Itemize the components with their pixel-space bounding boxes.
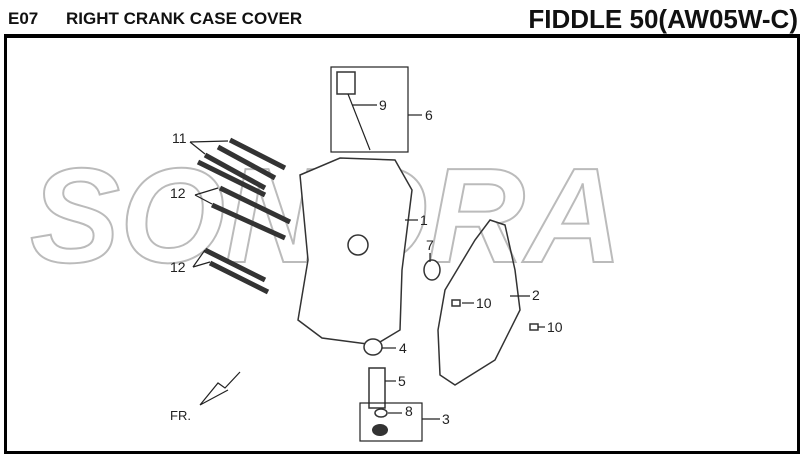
gasket <box>437 219 521 386</box>
diagram-title: RIGHT CRANK CASE COVER <box>66 9 303 28</box>
callout-7: 7 <box>426 237 434 253</box>
bolts-11 <box>196 137 287 198</box>
spring <box>368 367 386 409</box>
oil-seal-hole <box>347 234 369 256</box>
callout-8: 8 <box>405 403 413 419</box>
callout-labels: 1 2 3 4 5 6 7 8 9 10 10 11 12 12 <box>170 97 563 427</box>
oil-seal <box>423 259 441 281</box>
callout-12: 12 <box>170 259 186 275</box>
strainer-box <box>359 402 423 442</box>
dipstick-cap <box>336 71 356 95</box>
callout-6: 6 <box>425 107 433 123</box>
callout-10: 10 <box>476 295 492 311</box>
dowel-pin <box>529 323 539 331</box>
front-direction-arrow: FR. <box>170 371 241 423</box>
dowel-pin <box>451 299 461 307</box>
model-name: FIDDLE 50(AW05W-C) <box>528 4 798 34</box>
drain-plug <box>363 338 383 356</box>
diagram-code: E07 <box>8 9 39 28</box>
callout-9: 9 <box>379 97 387 113</box>
leader-lines <box>189 104 545 420</box>
strainer <box>372 424 388 436</box>
callout-3: 3 <box>442 411 450 427</box>
callout-2: 2 <box>532 287 540 303</box>
dipstick-rod <box>347 93 371 151</box>
dipstick-box <box>330 66 409 153</box>
bolts-12-lower <box>203 247 270 295</box>
front-label: FR. <box>170 408 191 423</box>
callout-12: 12 <box>170 185 186 201</box>
callout-1: 1 <box>420 212 428 228</box>
callout-5: 5 <box>398 373 406 389</box>
callout-10: 10 <box>547 319 563 335</box>
bolts-12-upper <box>210 185 292 241</box>
o-ring <box>374 408 388 418</box>
callout-4: 4 <box>399 340 407 356</box>
callout-11: 11 <box>172 130 187 146</box>
